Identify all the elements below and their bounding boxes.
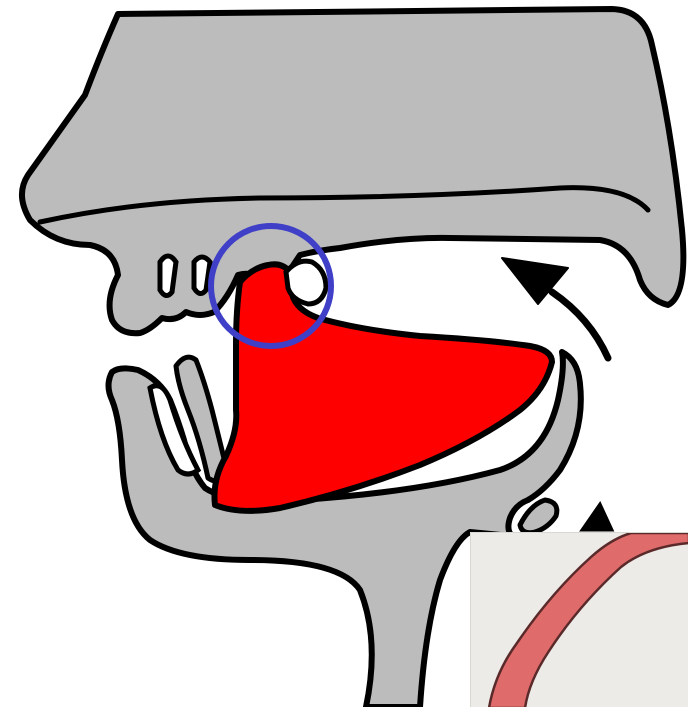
- inset-band-illustration: [471, 533, 688, 707]
- epiglottis: [520, 500, 557, 533]
- upper-teeth-gap: [194, 257, 210, 294]
- inset-band: [489, 533, 688, 707]
- upper-head-palate: [22, 9, 683, 333]
- upper-teeth-gap: [160, 256, 176, 296]
- inset-photo: [470, 532, 688, 707]
- larynx-tip: [582, 504, 612, 530]
- arrow-icon: [552, 292, 608, 358]
- tongue-tip-gap: [286, 261, 326, 304]
